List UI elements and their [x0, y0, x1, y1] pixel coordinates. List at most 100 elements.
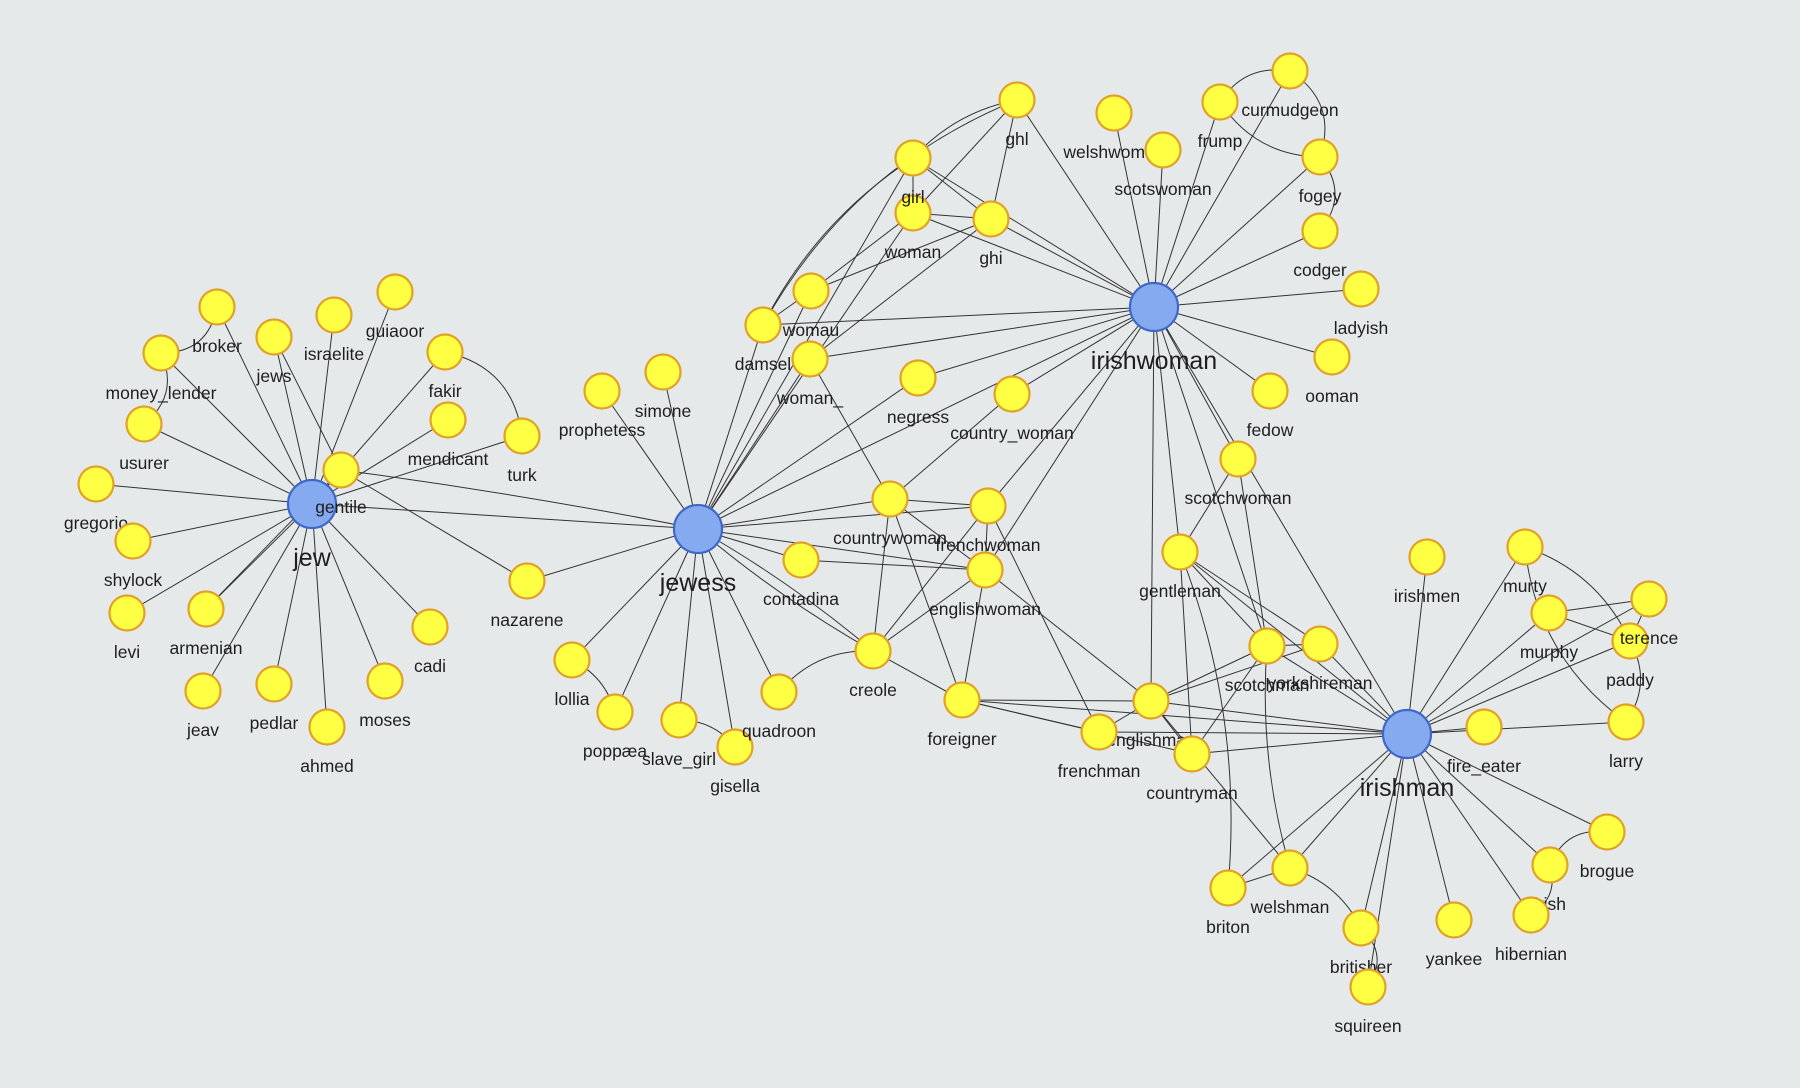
node-country-woman[interactable]: country_woman — [950, 375, 1074, 445]
node-woman[interactable]: woman — [884, 194, 941, 263]
node-popp-a[interactable]: poppæa — [583, 693, 647, 762]
node-circle-countryman[interactable] — [1173, 735, 1211, 773]
node-jeav[interactable]: jeav — [184, 672, 222, 741]
node-circle-briton[interactable] — [1209, 869, 1247, 907]
node-welshwoman[interactable]: welshwoman — [1062, 94, 1165, 163]
node-englishwoman[interactable]: englishwoman — [929, 551, 1041, 620]
node-briton[interactable]: briton — [1206, 869, 1250, 938]
node-usurer[interactable]: usurer — [119, 405, 169, 474]
node-murty[interactable]: murty — [1503, 528, 1547, 597]
node-womau[interactable]: womau — [782, 272, 839, 341]
node-levi[interactable]: levi — [108, 594, 146, 663]
node-circle-money-lender[interactable] — [142, 334, 180, 372]
node-scotchwoman[interactable]: scotchwoman — [1185, 440, 1292, 509]
node-turk[interactable]: turk — [503, 417, 541, 486]
node-frump[interactable]: frump — [1198, 83, 1243, 152]
node-circle-cadi[interactable] — [411, 608, 449, 646]
node-pedlar[interactable]: pedlar — [250, 665, 299, 734]
node-circle-armenian[interactable] — [187, 590, 225, 628]
node-hibernian[interactable]: hibernian — [1495, 896, 1567, 965]
node-circle-foreigner[interactable] — [943, 681, 981, 719]
node-circle-woman[interactable] — [894, 194, 932, 232]
node-irishmen[interactable]: irishmen — [1394, 538, 1460, 607]
node-countryman[interactable]: countryman — [1146, 735, 1238, 804]
hub-node-circle-jew[interactable] — [286, 478, 338, 530]
node-britisher[interactable]: britisher — [1330, 909, 1392, 978]
node-countrywoman[interactable]: countrywoman — [833, 480, 947, 549]
node-circle-murphy[interactable] — [1530, 594, 1568, 632]
node-circle-pedlar[interactable] — [255, 665, 293, 703]
node-foreigner[interactable]: foreigner — [927, 681, 997, 750]
node-paddy[interactable]: paddy — [1606, 622, 1654, 691]
node-cadi[interactable]: cadi — [411, 608, 449, 677]
node-circle-creole[interactable] — [854, 632, 892, 670]
node-fire-eater[interactable]: fire_eater — [1447, 708, 1521, 778]
node-curmudgeon[interactable]: curmudgeon — [1241, 52, 1339, 121]
node-circle-irishmen[interactable] — [1408, 538, 1446, 576]
node-fedow[interactable]: fedow — [1247, 372, 1294, 441]
node-circle-israelite[interactable] — [315, 296, 353, 334]
node-scotchman[interactable]: scotchman — [1225, 627, 1310, 696]
node-circle-ghi[interactable] — [972, 200, 1010, 238]
node-circle-broker[interactable] — [198, 288, 236, 326]
node-circle-squireen[interactable] — [1349, 968, 1387, 1006]
node-armenian[interactable]: armenian — [170, 590, 243, 659]
node-moses[interactable]: moses — [359, 662, 411, 731]
node-damsel[interactable]: damsel — [735, 306, 791, 375]
node-circle-contadina[interactable] — [782, 541, 820, 579]
node-negress[interactable]: negress — [887, 359, 950, 428]
node-contadina[interactable]: contadina — [763, 541, 839, 610]
node-circle-yorkshireman[interactable] — [1301, 625, 1339, 663]
node-money-lender[interactable]: money_lender — [106, 334, 217, 405]
node-ladyish[interactable]: ladyish — [1334, 270, 1388, 339]
node-circle-slave-girl[interactable] — [660, 701, 698, 739]
node-larry[interactable]: larry — [1607, 703, 1645, 772]
node-quadroon[interactable]: quadroon — [742, 673, 816, 742]
node-irishwoman[interactable]: irishwoman — [1091, 281, 1217, 375]
node-circle-hibernian[interactable] — [1512, 896, 1550, 934]
node-guiaoor[interactable]: guiaoor — [366, 273, 425, 342]
node-squireen[interactable]: squireen — [1334, 968, 1402, 1037]
node-broker[interactable]: broker — [192, 288, 242, 357]
node-circle-country-woman[interactable] — [993, 375, 1031, 413]
node-frenchwoman[interactable]: frenchwoman — [935, 487, 1041, 556]
node-gisella[interactable]: gisella — [710, 728, 760, 797]
node-jewess[interactable]: jewess — [659, 503, 736, 597]
node-circle-brogue[interactable] — [1588, 813, 1626, 851]
node-circle-ghl[interactable] — [998, 81, 1036, 119]
node-circle-usurer[interactable] — [125, 405, 163, 443]
node-circle-mendicant[interactable] — [429, 401, 467, 439]
node-circle-welshman[interactable] — [1271, 849, 1309, 887]
node-circle-frump[interactable] — [1201, 83, 1239, 121]
node-circle-yankee[interactable] — [1435, 901, 1473, 939]
node-circle-quadroon[interactable] — [760, 673, 798, 711]
node-jew[interactable]: jew — [286, 478, 338, 572]
node-fogey[interactable]: fogey — [1299, 138, 1342, 207]
node-circle-terence[interactable] — [1630, 580, 1668, 618]
node-murphy[interactable]: murphy — [1520, 594, 1579, 663]
node-circle-guiaoor[interactable] — [376, 273, 414, 311]
node-gentleman[interactable]: gentleman — [1139, 533, 1221, 602]
node-lollia[interactable]: lollia — [553, 641, 591, 710]
node-terence[interactable]: terence — [1620, 580, 1678, 649]
node-circle-ooman[interactable] — [1313, 338, 1351, 376]
node-circle-codger[interactable] — [1301, 212, 1339, 250]
node-shylock[interactable]: shylock — [104, 522, 163, 591]
node-circle-irish[interactable] — [1531, 846, 1569, 884]
node-circle-gregorio[interactable] — [77, 465, 115, 503]
node-circle-curmudgeon[interactable] — [1271, 52, 1309, 90]
node-circle-gentleman[interactable] — [1161, 533, 1199, 571]
node-simone[interactable]: simone — [635, 353, 691, 422]
node-circle-countrywoman[interactable] — [871, 480, 909, 518]
node-circle-popp-a[interactable] — [596, 693, 634, 731]
node-jews[interactable]: jews — [255, 318, 293, 387]
node-circle-fakir[interactable] — [426, 333, 464, 371]
node-woman[interactable]: woman_ — [776, 340, 843, 410]
node-codger[interactable]: codger — [1293, 212, 1347, 281]
node-mendicant[interactable]: mendicant — [408, 401, 489, 470]
node-circle-scotswoman[interactable] — [1144, 131, 1182, 169]
node-irishman[interactable]: irishman — [1360, 708, 1454, 802]
node-englishman[interactable]: englishman — [1106, 682, 1196, 751]
node-frenchman[interactable]: frenchman — [1058, 713, 1141, 782]
node-slave-girl[interactable]: slave_girl — [642, 701, 716, 771]
